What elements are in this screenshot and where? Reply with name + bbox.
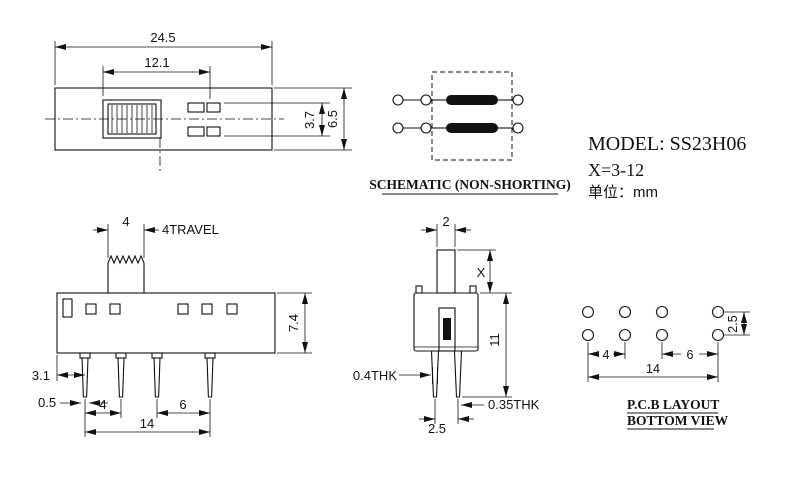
dim-label-3-1: 3.1	[32, 368, 50, 383]
dim-knob-width: 4 4TRAVEL	[93, 214, 219, 258]
x-range: X=3-12	[588, 160, 644, 180]
side-view-knob	[436, 249, 456, 294]
schematic-wires	[403, 99, 513, 129]
dim-pin-pitch-b: 6	[156, 397, 211, 418]
front-view-pins	[79, 352, 216, 398]
pcb-caption-line2: BOTTOM VIEW	[627, 413, 729, 428]
dim-label-3-7: 3.7	[302, 111, 317, 129]
dim-inner-width: 12.1	[102, 55, 211, 99]
dim-label-x: X	[477, 265, 486, 280]
schematic-caption: SCHEMATIC (NON-SHORTING)	[369, 177, 570, 192]
unit-label: 单位：mm	[588, 184, 658, 201]
dim-pin-pitch-a: 4	[84, 397, 122, 418]
pcb-layout-view: 4 6 14 2.5 P.C.B LAYOUT BOTTOM VIEW	[581, 305, 750, 430]
front-view-contact-slots	[62, 298, 238, 318]
dim-label-11: 11	[487, 333, 502, 347]
dim-body-height-top: 6.5	[274, 87, 352, 151]
dim-label-2: 2	[442, 214, 449, 229]
dim-hole-pitch-a: 4	[587, 342, 626, 382]
top-view-slider-knob	[102, 99, 162, 139]
dim-pin-span: 14	[84, 416, 211, 437]
dim-contact-span: 3.7	[224, 102, 330, 137]
dim-label-pitch-4: 4	[99, 397, 106, 412]
front-view-body	[56, 292, 276, 354]
dim-edge-to-pin: 3.1	[32, 355, 85, 383]
dim-label-24-5: 24.5	[150, 30, 175, 45]
dim-hole-pitch-b: 6	[661, 342, 719, 382]
title-block: MODEL: SS23H06 X=3-12 单位：mm	[588, 133, 746, 201]
model-number: MODEL: SS23H06	[588, 133, 746, 155]
schematic-moving-contacts	[446, 95, 498, 133]
dim-label-pcb-6: 6	[687, 348, 694, 362]
dim-label-7-4: 7.4	[286, 314, 301, 332]
dim-label-0-35thk: 0.35THK	[488, 397, 540, 412]
dim-pin-width: 0.5	[38, 395, 108, 410]
dim-label-travel: 4TRAVEL	[162, 222, 219, 237]
dim-overall-width: 24.5	[54, 30, 273, 85]
dim-knob-thickness: 2	[421, 214, 471, 247]
dim-pin-thickness-rear: 0.35THK	[461, 397, 540, 412]
dim-label-pcb-2-5: 2.5	[726, 315, 740, 332]
dim-pin-thickness-front: 0.4THK	[353, 367, 438, 384]
dim-hole-span: 14	[588, 362, 718, 380]
schematic-slider-outline	[431, 71, 513, 161]
dim-label-knob-4: 4	[122, 214, 129, 229]
top-view: 24.5 12.1 3.7 6.5	[45, 30, 352, 174]
dim-label-span-14: 14	[140, 416, 154, 431]
dim-knob-height-x: X	[457, 249, 512, 294]
schematic-view: SCHEMATIC (NON-SHORTING)	[369, 71, 571, 195]
dim-label-pitch-6: 6	[179, 397, 186, 412]
dim-label-0-4thk: 0.4THK	[353, 368, 397, 383]
pcb-holes	[581, 305, 725, 342]
dim-label-2-5-side: 2.5	[428, 421, 446, 436]
dim-label-pcb-14: 14	[646, 362, 660, 376]
dim-label-6-5: 6.5	[325, 110, 340, 128]
side-view-terminal	[438, 307, 456, 352]
dim-label-0-5: 0.5	[38, 395, 56, 410]
dim-overall-height: 11	[462, 293, 512, 398]
dim-body-height-front: 7.4	[277, 292, 312, 354]
front-view: 4 4TRAVEL 7.4 3.1 0.5 4	[32, 214, 312, 437]
dim-pin-row-pitch: 2.5	[419, 399, 474, 436]
dim-label-12-1: 12.1	[144, 55, 169, 70]
front-view-knob	[107, 254, 145, 293]
dim-label-pcb-4: 4	[603, 348, 610, 362]
side-view-pins	[430, 350, 463, 398]
pcb-caption-line1: P.C.B LAYOUT	[627, 397, 719, 412]
side-view: 2 X 11 0.4THK 0.35THK 2.	[353, 214, 540, 436]
top-view-contacts	[187, 102, 221, 137]
dim-hole-row-pitch: 2.5	[724, 311, 750, 336]
